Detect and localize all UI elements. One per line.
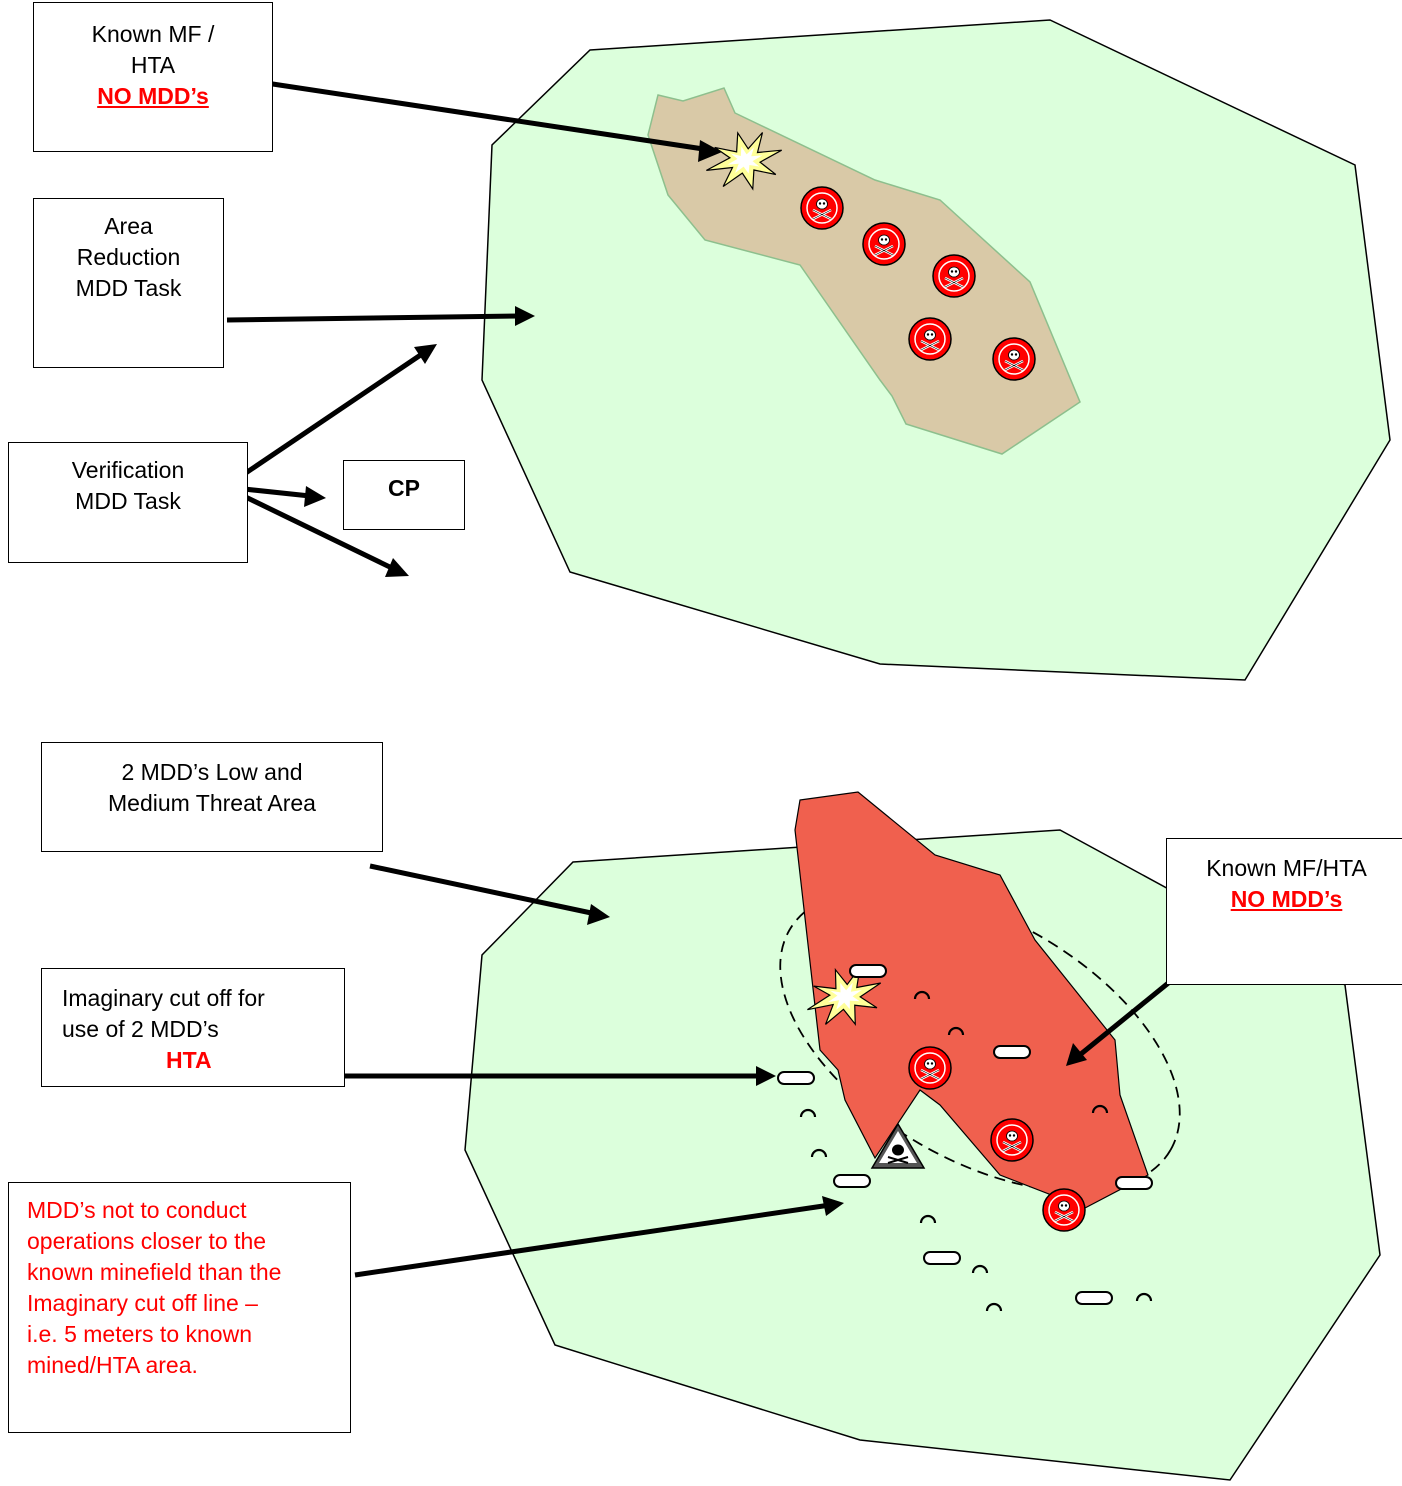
cp-box: CP: [343, 460, 465, 530]
mine-skull-icon: [861, 221, 907, 267]
known-mf-hta-line1: Known MF/HTA: [1206, 855, 1367, 881]
hta-area-polygon: [794, 791, 1149, 1209]
cutoff-box: Imaginary cut off for use of 2 MDD’s HTA: [41, 968, 345, 1087]
arrows-top: [179, 67, 722, 577]
no-mdd-warning-bottom: NO MDD’s: [1230, 886, 1343, 912]
rule-line: i.e. 5 meters to known: [27, 1321, 252, 1347]
mine-skull-icon: [799, 185, 845, 231]
mine-skull-icon: [931, 253, 977, 299]
mine-skull-icon: [907, 1045, 953, 1091]
cutoff-line1: Imaginary cut off for: [62, 985, 265, 1011]
arrows-bottom: [345, 863, 1174, 1278]
verification-line2: MDD Task: [75, 488, 181, 514]
rule-line: mined/HTA area.: [27, 1352, 198, 1378]
mine-skull-icon: [1041, 1187, 1087, 1233]
two-mdd-line1: 2 MDD’s Low and: [121, 759, 303, 785]
two-mdd-box: 2 MDD’s Low and Medium Threat Area: [41, 742, 383, 852]
cp-label: CP: [388, 475, 420, 501]
rule-line: known minefield than the: [27, 1259, 282, 1285]
area-reduction-line1: Area: [104, 213, 153, 239]
area-reduction-line3: MDD Task: [75, 275, 182, 301]
verification-line1: Verification: [71, 457, 185, 483]
danger-warning-icon: [870, 1122, 926, 1169]
cutoff-ellipse: [779, 887, 1181, 1193]
rule-line: operations closer to the: [27, 1228, 267, 1254]
two-mdd-line2: Medium Threat Area: [108, 790, 316, 816]
cutoff-line2: use of 2 MDD’s: [62, 1016, 219, 1042]
known-mf-hta-box: Known MF/HTA NO MDD’s: [1166, 838, 1402, 985]
known-mf-line1: Known MF /: [91, 21, 215, 47]
rule-line: Imaginary cut off line –: [27, 1290, 258, 1316]
area-reduction-box: Area Reduction MDD Task: [33, 198, 224, 368]
known-mf-box: Known MF / HTA NO MDD’s: [33, 2, 273, 152]
hta-label: HTA: [166, 1047, 212, 1073]
mine-skull-icon: [991, 336, 1037, 382]
area-reduction-line2: Reduction: [76, 244, 181, 270]
rule-box: MDD’s not to conduct operations closer t…: [8, 1182, 351, 1433]
mine-skull-icon: [907, 316, 953, 362]
no-mdd-warning: NO MDD’s: [97, 83, 209, 109]
mine-skull-icon: [989, 1117, 1035, 1163]
known-mf-line2: HTA: [130, 52, 176, 78]
suspect-area-polygon: [647, 87, 1081, 455]
rule-line: MDD’s not to conduct: [27, 1197, 247, 1223]
verification-box: Verification MDD Task: [8, 442, 248, 563]
